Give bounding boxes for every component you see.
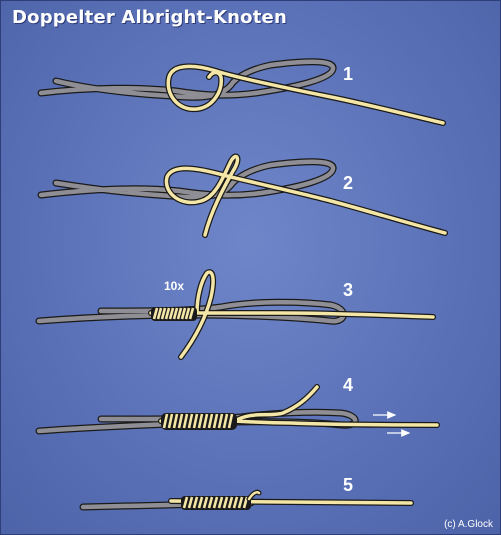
step-2-illustration: 2 (37, 153, 448, 238)
step-3-number: 3 (343, 280, 353, 300)
step-4-wraps (161, 413, 237, 430)
step-3-wraps (151, 307, 197, 321)
step-5-illustration: 5 (79, 475, 414, 511)
step-4-number: 4 (343, 375, 353, 395)
diagram-title: Doppelter Albright-Knoten (12, 7, 287, 28)
step-3-wrap-count: 10x (164, 279, 184, 293)
step-4-illustration: 4 (35, 375, 440, 437)
step-5-wraps (181, 489, 262, 510)
step-2-number: 2 (343, 173, 353, 193)
step-3-illustration: 10x 3 (35, 269, 436, 360)
step-1-illustration: 1 (37, 58, 446, 126)
step-1-number: 1 (343, 64, 353, 84)
copyright-notice: (c) A.Glock (444, 519, 493, 530)
step-5-number: 5 (343, 475, 353, 495)
